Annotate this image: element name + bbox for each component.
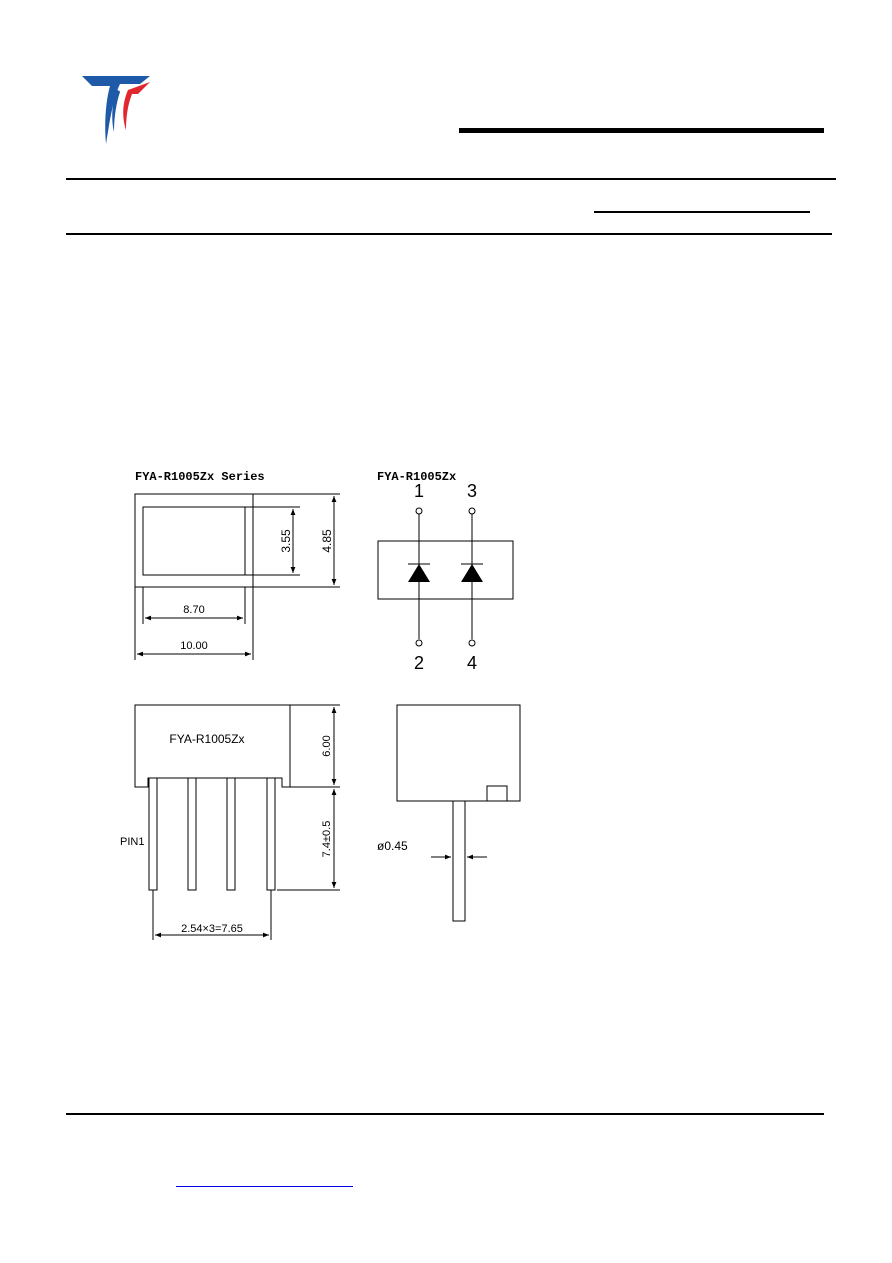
dim-lead-diameter: ø0.45 (377, 839, 408, 853)
dim-outer-height: 4.85 (320, 529, 334, 553)
front-view-body (134, 704, 291, 788)
logo-blue-inner (112, 90, 120, 132)
company-logo (82, 76, 150, 144)
dim-outer-width: 10.00 (180, 640, 208, 652)
dim-pitch: 2.54×3=7.65 (181, 923, 243, 935)
schematic (377, 507, 514, 647)
pin-label-4: 4 (467, 653, 477, 673)
side-view-body (396, 704, 521, 802)
lead-1 (148, 777, 158, 891)
footer-rule (66, 1113, 824, 1115)
pin1-label: PIN1 (120, 836, 144, 848)
dim-inner-width: 8.70 (183, 604, 204, 616)
side-view-notch (486, 785, 508, 802)
footer-link-underline[interactable] (176, 1186, 353, 1187)
pin1-terminal (415, 507, 423, 515)
side-view (396, 704, 521, 922)
schematic-title: FYA-R1005Zx (377, 470, 456, 484)
pin-label-1: 1 (414, 481, 424, 501)
logo-red-mark (123, 82, 150, 130)
pin4-terminal (468, 639, 476, 647)
body-label: FYA-R1005Zx (169, 732, 244, 746)
front-view (134, 704, 340, 940)
dim-body-height: 6.00 (321, 735, 333, 756)
header-rule-short (594, 211, 810, 213)
series-title: FYA-R1005Zx Series (135, 470, 265, 484)
pin-label-2: 2 (414, 653, 424, 673)
lead-3 (226, 777, 236, 891)
pin-label-3: 3 (467, 481, 477, 501)
pin3-terminal (468, 507, 476, 515)
dim-inner-height: 3.55 (279, 529, 293, 553)
top-view (134, 493, 340, 660)
logo-blue-mark (82, 76, 150, 144)
side-view-lead (452, 800, 466, 922)
diode-1-icon (408, 564, 430, 582)
pin2-terminal (415, 639, 423, 647)
lead-4 (266, 777, 276, 891)
top-view-outer-body (134, 493, 254, 588)
top-view-inner-window (142, 506, 246, 576)
dim-lead-length: 7.4±0.5 (321, 821, 333, 858)
lead-2 (187, 777, 197, 891)
header-thick-rule (459, 128, 824, 133)
header-rule-top (66, 178, 836, 180)
diode-2-icon (461, 564, 483, 582)
header-rule-bottom (66, 233, 832, 235)
schematic-body (377, 540, 514, 600)
